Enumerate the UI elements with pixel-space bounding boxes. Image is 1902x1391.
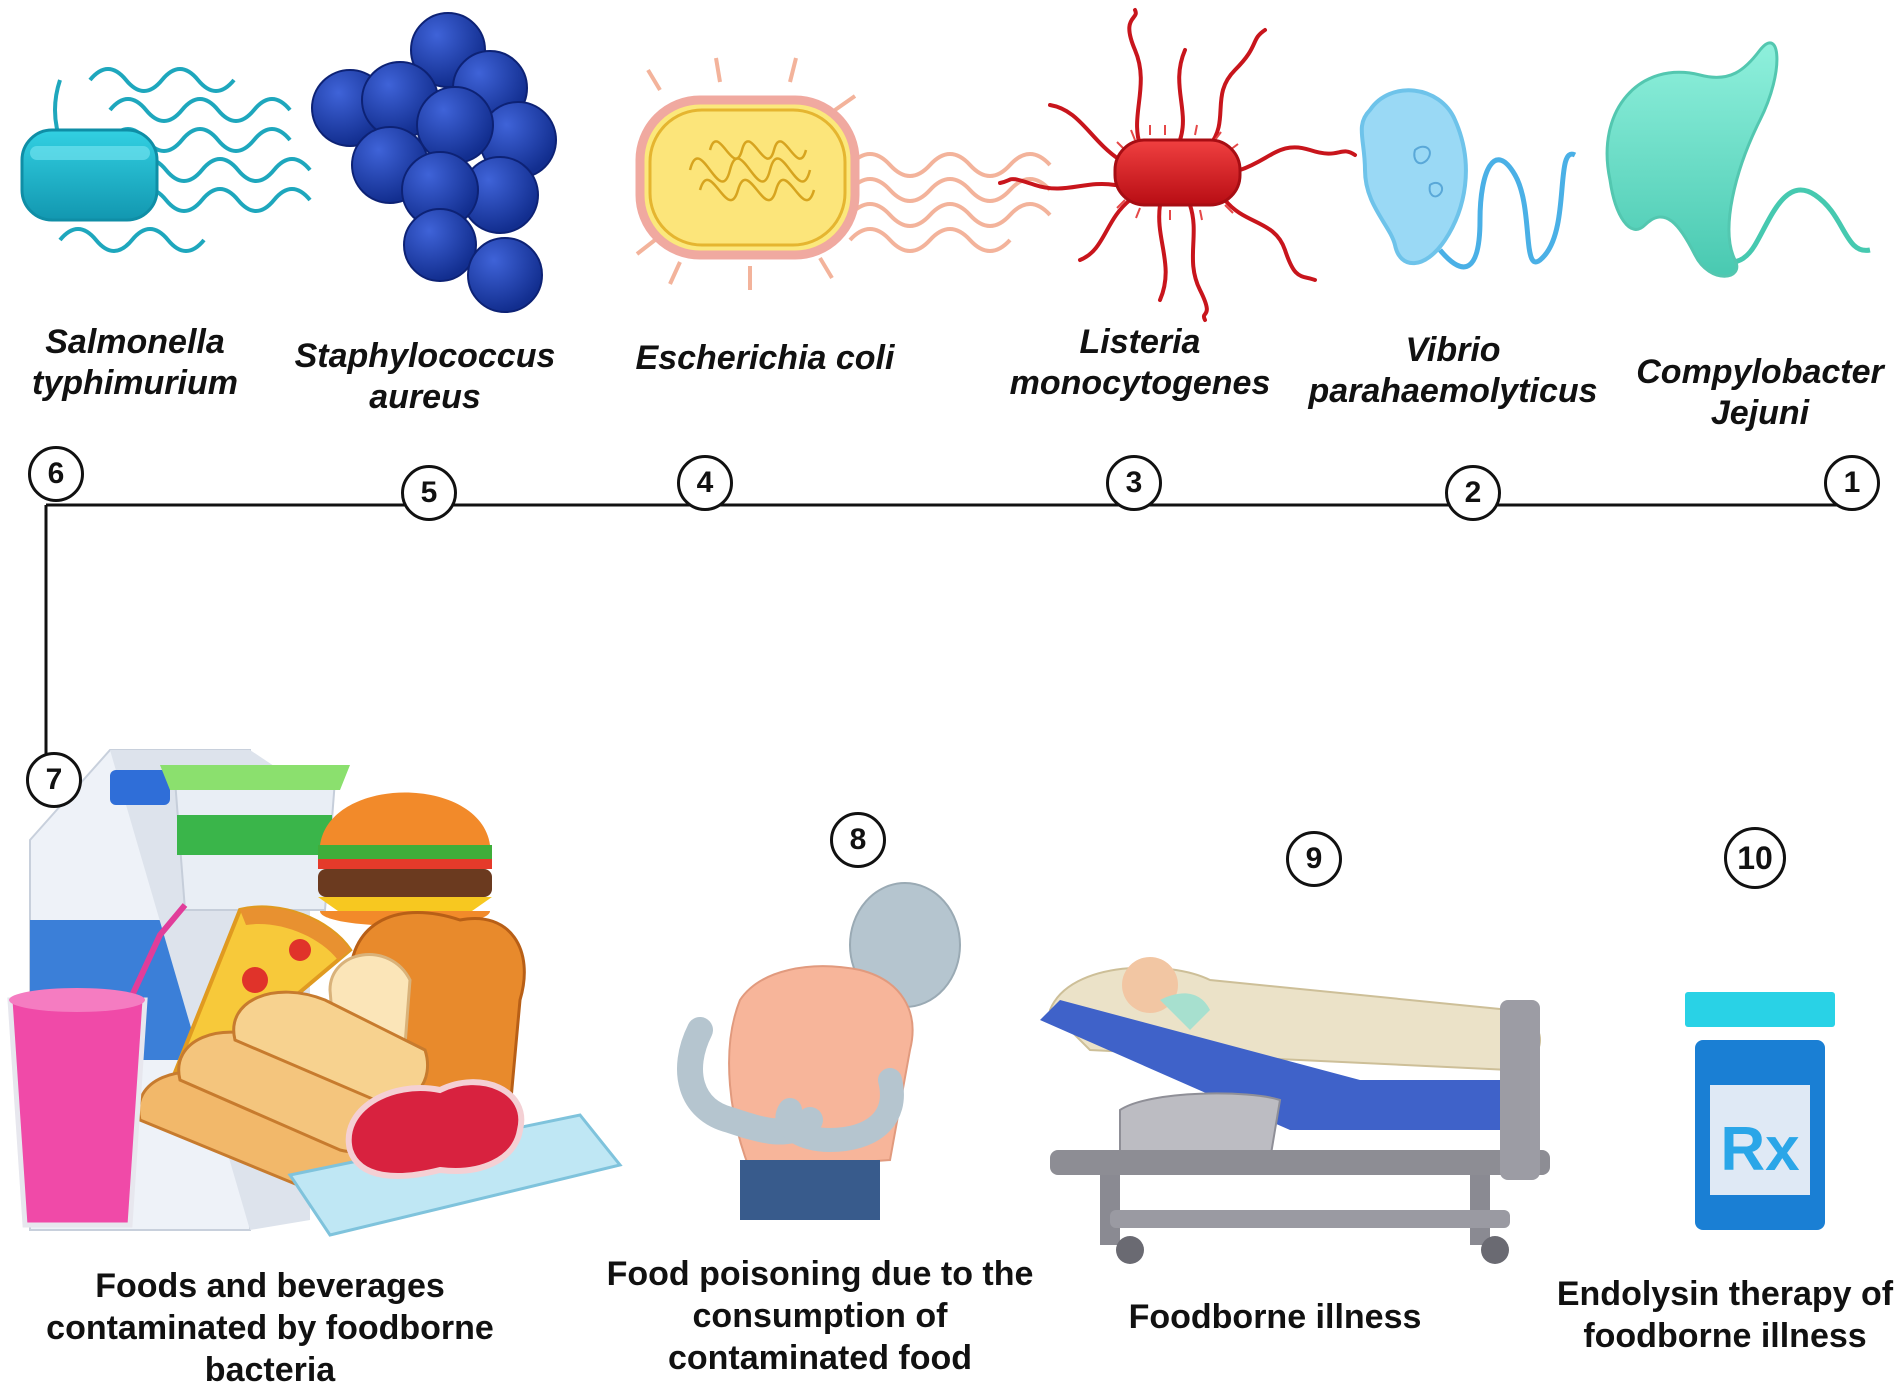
timeline [44,503,1852,765]
label-salmonella: Salmonella typhimurium [20,322,250,404]
label-listeria: Listeria monocytogenes [1000,322,1280,404]
label-foods-contaminated: Foods and beverages contaminated by food… [46,1267,494,1389]
step-circle-10: 10 [1724,827,1786,889]
step-circle-9: 9 [1286,831,1342,887]
label-campylobacter: Compylobacter Jejuni [1630,352,1890,434]
label-listeria-line1: Listeria [1079,323,1201,361]
step-circle-5: 5 [401,465,457,521]
sick-person-illustration [677,882,961,1220]
label-ecoli-line1: Escherichia coli [635,339,895,377]
food-illustration [7,749,623,1237]
step-circle-3: 3 [1106,455,1162,511]
label-staphylococcus-line1: Staphylococcus [294,337,556,375]
campylobacter-icon [1605,41,1871,278]
label-salmonella-line1: Salmonella [45,323,225,361]
step-circle-6: 6 [28,446,84,502]
label-food-poisoning: Food poisoning due to the consumption of… [606,1255,1034,1377]
label-listeria-line2: monocytogenes [1009,364,1271,402]
label-endolysin-therapy: Endolysin therapy of foodborne illness [1556,1275,1894,1355]
ecoli-icon [635,57,1052,290]
label-salmonella-line2: typhimurium [32,364,238,402]
step-circle-2: 2 [1445,465,1501,521]
rx-bottle-icon: Rx [1685,992,1835,1230]
step-circle-4: 4 [677,455,733,511]
hospital-bed-illustration [1040,957,1550,1264]
step-circle-8: 8 [830,812,886,868]
salmonella-icon [20,67,312,253]
step-circle-1: 1 [1824,455,1880,511]
listeria-icon [998,8,1357,322]
label-vibrio-line1: Vibrio [1405,331,1501,369]
label-foodborne-illness: Foodborne illness [1128,1298,1422,1336]
label-campylobacter-line2: Jejuni [1710,394,1810,432]
label-ecoli: Escherichia coli [625,338,905,379]
rx-symbol: Rx [1720,1115,1800,1184]
vibrio-icon [1359,88,1577,270]
staphylococcus-icon [311,12,557,313]
label-staphylococcus: Staphylococcus aureus [290,336,560,418]
step-circle-7: 7 [26,752,82,808]
label-vibrio-line2: parahaemolyticus [1308,372,1598,410]
label-campylobacter-line1: Compylobacter [1636,353,1884,391]
label-staphylococcus-line2: aureus [369,378,481,416]
label-vibrio: Vibrio parahaemolyticus [1298,330,1608,412]
